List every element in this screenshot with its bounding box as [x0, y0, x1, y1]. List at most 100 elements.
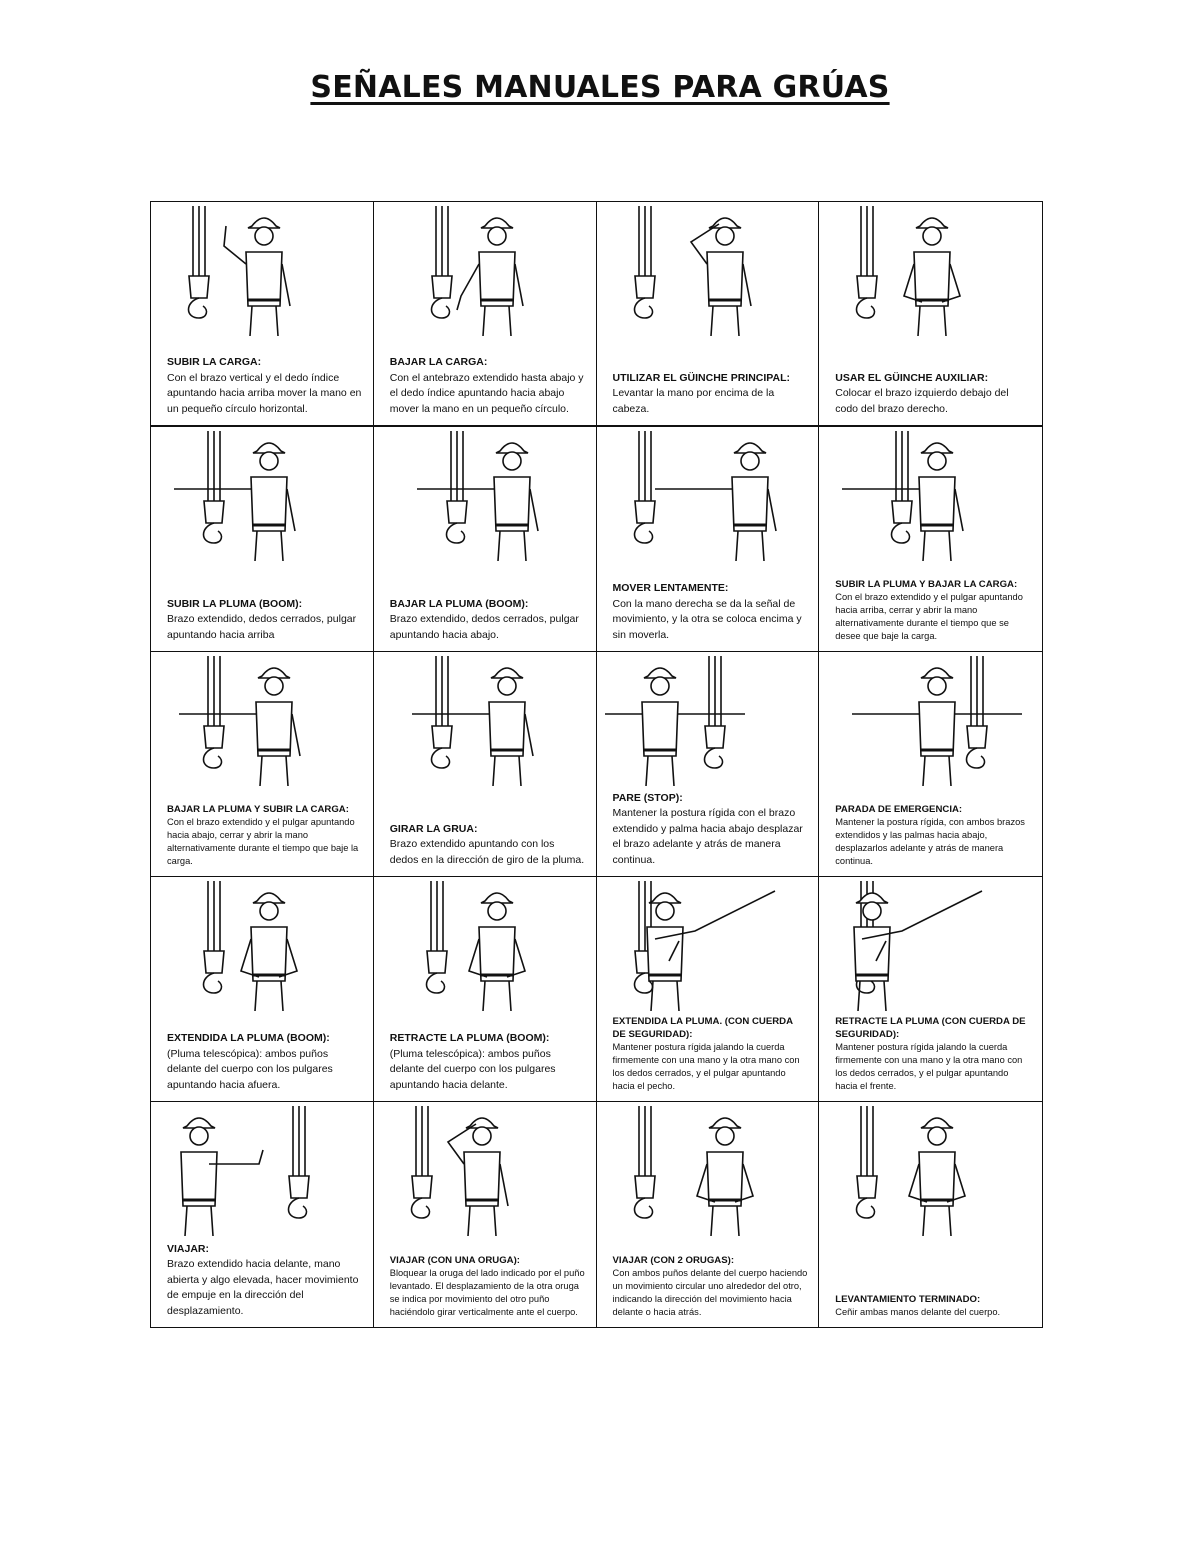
signal-heading: MOVER LENTAMENTE:	[612, 582, 729, 594]
signal-body: Con el brazo extendido y el pulgar apunt…	[167, 817, 359, 866]
signal-card: SUBIR LA CARGA: Con el brazo vertical y e…	[151, 202, 374, 427]
auxiliary-hoist-icon	[827, 206, 1032, 338]
signal-card: UTILIZAR EL GÜINCHE PRINCIPAL: Levantar l…	[596, 202, 820, 427]
signal-body: Con el antebrazo extendido hasta abajo y…	[389, 371, 584, 415]
lower-boom-raise-load-icon	[159, 656, 364, 788]
signal-card: BAJAR LA CARGA: Con el antebrazo extendid…	[373, 202, 597, 427]
signal-body: Brazo extendido, dedos cerrados, pulgar …	[389, 613, 579, 641]
signal-body: Bloquear la oruga del lado indicado por …	[389, 1268, 585, 1317]
signal-heading: BAJAR LA PLUMA (BOOM):	[389, 597, 529, 610]
signal-description: PARE (STOP): Mantener la postura rígida c…	[613, 791, 809, 869]
extend-boom-rope-icon	[605, 881, 810, 1013]
signal-body: Ceñir ambas manos delante del cuerpo.	[835, 1307, 1001, 1317]
lower-load-icon	[382, 206, 587, 338]
signal-description: SUBIR LA PLUMA Y BAJAR LA CARGA: Con el b…	[835, 578, 1032, 643]
signal-card: EXTENDIDA LA PLUMA. (CON CUERDA DE SEGUR…	[596, 877, 820, 1102]
signal-description: VIAJAR: Brazo extendido hacia delante, ma…	[167, 1242, 363, 1320]
signal-card: SUBIR LA PLUMA (BOOM): Brazo extendido, d…	[151, 427, 374, 652]
signal-card: VIAJAR (CON 2 ORUGAS): Con ambos puños de…	[597, 1102, 820, 1327]
signal-body: Brazo extendido hacia delante, mano abie…	[167, 1258, 359, 1317]
signal-card: GIRAR LA GRUA: Brazo extendido apuntando …	[373, 652, 597, 877]
signal-heading: VIAJAR (CON 2 ORUGAS):	[612, 1255, 735, 1266]
signal-description: LEVANTAMIENTO TERMINADO: Ceñir ambas mano…	[835, 1293, 1032, 1319]
signal-body: Brazo extendido, dedos cerrados, pulgar …	[167, 613, 357, 641]
signal-card: EXTENDIDA LA PLUMA (BOOM): (Pluma telescó…	[151, 877, 374, 1102]
signal-heading: BAJAR LA CARGA:	[389, 356, 488, 368]
signal-heading: RETRACTE LA PLUMA (BOOM):	[389, 1032, 550, 1044]
signal-heading: VIAJAR:	[167, 1242, 210, 1255]
signal-card: BAJAR LA PLUMA (BOOM): Brazo extendido, d…	[373, 427, 597, 652]
signal-card: USAR EL GÜINCHE AUXILIAR: Colocar el braz…	[819, 202, 1042, 427]
signal-heading: BAJAR LA PLUMA Y SUBIR LA CARGA:	[167, 804, 349, 815]
signal-card: BAJAR LA PLUMA Y SUBIR LA CARGA: Con el b…	[151, 652, 374, 877]
signal-body: (Pluma telescópica): ambos puños delante…	[389, 1047, 556, 1091]
signal-body: (Pluma telescópica): ambos puños delante…	[167, 1047, 333, 1091]
signal-description: GIRAR LA GRUA: Brazo extendido apuntando …	[390, 822, 586, 869]
signal-card: PARADA DE EMERGENCIA: Mantener la postura…	[819, 652, 1042, 877]
signal-description: VIAJAR (CON UNA ORUGA): Bloquear la oruga…	[390, 1254, 586, 1319]
signal-body: Con la mano derecha se da la señal de mo…	[612, 597, 802, 641]
raise-boom-icon	[159, 431, 364, 563]
signal-card: VIAJAR: Brazo extendido hacia delante, ma…	[151, 1102, 374, 1327]
signal-description: VIAJAR (CON 2 ORUGAS): Con ambos puños de…	[613, 1254, 809, 1319]
signal-card: PARE (STOP): Mantener la postura rígida c…	[596, 652, 820, 877]
travel-two-tracks-icon	[605, 1106, 810, 1238]
signal-description: BAJAR LA CARGA: Con el antebrazo extendid…	[390, 355, 586, 417]
signal-description: BAJAR LA PLUMA (BOOM): Brazo extendido, d…	[390, 597, 586, 644]
signal-body: Levantar la mano por encima de la cabeza…	[612, 387, 775, 415]
signal-body: Mantener postura rígida jalando la cuerd…	[835, 1042, 1023, 1091]
signal-description: SUBIR LA CARGA: Con el brazo vertical y e…	[167, 355, 363, 417]
lower-boom-icon	[382, 431, 587, 563]
stop-icon	[596, 656, 810, 788]
signal-heading: RETRACTE LA PLUMA (CON CUERDA DE SEGURID…	[835, 1016, 1026, 1040]
signal-heading: UTILIZAR EL GÜINCHE PRINCIPAL:	[612, 371, 791, 384]
retract-boom-rope-icon	[827, 881, 1032, 1013]
signal-description: EXTENDIDA LA PLUMA (BOOM): (Pluma telescó…	[167, 1031, 363, 1093]
main-hoist-icon	[605, 206, 810, 338]
signals-grid: SUBIR LA CARGA: Con el brazo vertical y e…	[150, 201, 1043, 1328]
signal-heading: GIRAR LA GRUA:	[389, 822, 478, 835]
signal-card: LEVANTAMIENTO TERMINADO: Ceñir ambas mano…	[819, 1102, 1042, 1327]
signal-description: RETRACTE LA PLUMA (CON CUERDA DE SEGURID…	[835, 1015, 1032, 1093]
signal-body: Colocar el brazo izquierdo debajo del co…	[835, 387, 1009, 415]
extend-boom-icon	[159, 881, 364, 1013]
signal-heading: PARE (STOP):	[612, 791, 683, 804]
signal-heading: EXTENDIDA LA PLUMA (BOOM):	[167, 1032, 330, 1044]
signal-card: RETRACTE LA PLUMA (BOOM): (Pluma telescóp…	[373, 877, 597, 1102]
signal-description: USAR EL GÜINCHE AUXILIAR: Colocar el braz…	[835, 371, 1032, 418]
signal-heading: EXTENDIDA LA PLUMA. (CON CUERDA DE SEGUR…	[612, 1016, 793, 1040]
page-title: SEÑALES MANUALES PARA GRÚAS	[310, 70, 890, 105]
swing-icon	[382, 656, 587, 788]
emergency-stop-icon	[827, 656, 1032, 788]
raise-boom-lower-load-icon	[827, 431, 1032, 563]
signal-card: MOVER LENTAMENTE: Con la mano derecha se …	[596, 427, 820, 652]
signal-body: Con ambos puños delante del cuerpo hacie…	[612, 1268, 808, 1317]
signal-description: SUBIR LA PLUMA (BOOM): Brazo extendido, d…	[167, 597, 363, 644]
hoist-load-icon	[159, 206, 364, 338]
signal-heading: PARADA DE EMERGENCIA:	[835, 804, 963, 815]
signal-card: RETRACTE LA PLUMA (CON CUERDA DE SEGURID…	[819, 877, 1042, 1102]
signal-heading: USAR EL GÜINCHE AUXILIAR:	[835, 371, 989, 384]
signal-heading: LEVANTAMIENTO TERMINADO:	[835, 1294, 981, 1305]
signal-body: Brazo extendido apuntando con los dedos …	[389, 838, 585, 866]
signal-body: Con el brazo extendido y el pulgar apunt…	[835, 592, 1023, 641]
retract-boom-icon	[382, 881, 587, 1013]
signal-heading: SUBIR LA PLUMA (BOOM):	[167, 597, 303, 610]
signal-heading: SUBIR LA PLUMA Y BAJAR LA CARGA:	[835, 579, 1018, 590]
signal-body: Mantener la postura rígida, con ambos br…	[835, 817, 1025, 866]
signal-body: Con el brazo vertical y el dedo índice a…	[167, 371, 362, 415]
travel-icon	[159, 1106, 364, 1238]
signal-description: RETRACTE LA PLUMA (BOOM): (Pluma telescóp…	[390, 1031, 586, 1093]
signal-description: UTILIZAR EL GÜINCHE PRINCIPAL: Levantar l…	[613, 371, 809, 418]
signal-card: VIAJAR (CON UNA ORUGA): Bloquear la oruga…	[374, 1102, 597, 1327]
signal-heading: SUBIR LA CARGA:	[167, 356, 262, 368]
signal-description: BAJAR LA PLUMA Y SUBIR LA CARGA: Con el b…	[167, 803, 363, 868]
lift-complete-icon	[827, 1106, 1032, 1238]
signal-body: Mantener postura rígida jalando la cuerd…	[612, 1042, 800, 1091]
travel-one-track-icon	[382, 1106, 587, 1238]
signal-description: MOVER LENTAMENTE: Con la mano derecha se …	[613, 581, 809, 643]
signal-body: Mantener la postura rígida con el brazo …	[612, 807, 803, 866]
move-slowly-icon	[605, 431, 810, 563]
signal-heading: VIAJAR (CON UNA ORUGA):	[389, 1255, 520, 1266]
signal-description: PARADA DE EMERGENCIA: Mantener la postura…	[835, 803, 1032, 868]
